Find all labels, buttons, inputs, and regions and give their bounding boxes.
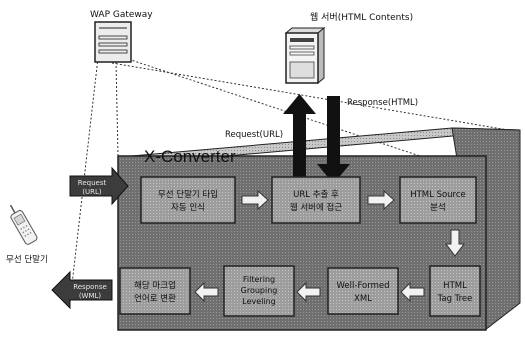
step-3-line-2: 분석 (430, 202, 446, 213)
response-port-line-2: (WML) (79, 292, 102, 300)
step-box-4 (430, 266, 480, 316)
step-6-line-1: Filtering (243, 275, 275, 284)
response-html-label: Response(HTML) (347, 98, 418, 108)
step-4-line-1: HTML (443, 281, 467, 291)
wap-gateway-icon (95, 22, 131, 62)
step-6-line-3: Leveling (242, 297, 276, 306)
wireless-terminal-icon (5, 202, 38, 246)
step-1-line-1: 무선 단말기 타입 (158, 189, 218, 200)
web-server-icon (286, 28, 324, 83)
step-box-3 (400, 177, 476, 223)
request-port-line-1: Request (78, 179, 107, 187)
step-2-line-1: URL 추출 후 (293, 189, 339, 200)
step-7-line-1: 해당 마크업 (134, 280, 176, 291)
request-port-line-2: (URL) (82, 188, 102, 196)
step-5-line-2: XML (354, 294, 372, 304)
step-box-2 (272, 177, 360, 223)
step-box-1 (141, 177, 235, 223)
step-2-line-2: 웹 서버에 접근 (290, 202, 343, 213)
step-4-line-2: Tag Tree (437, 294, 473, 304)
step-3-line-1: HTML Source (410, 190, 466, 200)
web-server-label: 웹 서버(HTML Contents) (310, 12, 413, 23)
step-6-line-2: Grouping (241, 286, 278, 295)
response-port-line-1: Response (73, 283, 107, 291)
converter-title: X-Converter (144, 147, 236, 166)
step-box-7 (120, 268, 190, 314)
wap-gateway-label: WAP Gateway (90, 10, 153, 20)
step-1-line-2: 자동 인식 (171, 202, 205, 213)
step-box-5 (328, 268, 398, 314)
step-7-line-2: 언어로 변환 (134, 293, 176, 304)
request-url-label: Request(URL) (225, 130, 283, 140)
step-5-line-1: Well-Formed (337, 281, 390, 291)
wireless-terminal-label: 무선 단말기 (6, 254, 48, 265)
